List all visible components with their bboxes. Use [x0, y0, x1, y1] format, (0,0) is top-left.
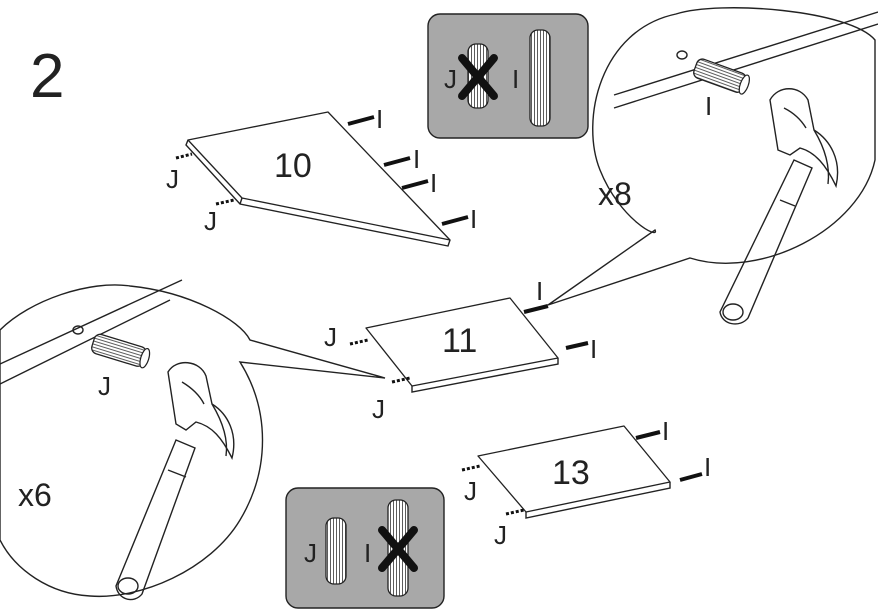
hammer-icon	[719, 88, 839, 325]
panel-11-label-j-1: J	[324, 322, 337, 352]
panel-10-label-i-4: I	[470, 204, 477, 234]
callout-right: I x8	[547, 7, 878, 325]
dowel-marker	[461, 430, 703, 516]
panel-13-label-j-1: J	[464, 476, 477, 506]
panel-13-label-i-1: I	[662, 416, 669, 446]
step-number: 2	[30, 42, 64, 111]
panel-10-label-i-1: I	[376, 104, 383, 134]
legend-bottom-label-i: I	[364, 538, 371, 568]
legend-bottom-label-j: J	[304, 538, 317, 568]
legend-top-label-j: J	[444, 64, 457, 94]
cross-mark-icon	[458, 54, 498, 100]
callout-left: J x6	[0, 279, 386, 601]
panel-10: 10 I I I I J J	[166, 104, 477, 247]
cross-mark-icon	[378, 526, 418, 572]
wooden-dowel-icon	[325, 517, 347, 585]
callout-left-dowel-label: J	[98, 371, 111, 401]
wooden-dowel-icon	[693, 58, 750, 95]
panel-11-label-j-2: J	[372, 394, 385, 424]
panel-11-label-i-1: I	[536, 276, 543, 306]
panel-10-number: 10	[274, 147, 312, 185]
panel-10-label-j-1: J	[166, 164, 179, 194]
legend-top-label-i: I	[512, 64, 519, 94]
panel-11-label-i-2: I	[590, 334, 597, 364]
wooden-dowel-icon	[529, 29, 551, 127]
callout-left-multiplier: x6	[18, 477, 52, 513]
panel-13-label-j-2: J	[494, 520, 507, 550]
legend-box-top: J I	[427, 13, 589, 139]
panel-11-number: 11	[442, 322, 477, 360]
hammer-icon	[115, 362, 235, 601]
panel-13: 13 I I J J	[461, 416, 711, 550]
dowel-marker	[175, 115, 469, 226]
panel-13-number: 13	[552, 454, 590, 492]
panel-10-label-i-3: I	[430, 168, 437, 198]
callout-right-multiplier: x8	[598, 176, 632, 212]
legend-box-bottom: J I	[285, 487, 445, 609]
panel-10-label-j-2: J	[204, 206, 217, 236]
callout-right-dowel-label: I	[705, 91, 712, 121]
panel-10-label-i-2: I	[413, 144, 420, 174]
panel-11: 11 I I J J	[324, 276, 597, 424]
wooden-dowel-icon	[91, 333, 151, 369]
dowel-marker	[349, 304, 589, 384]
panel-13-label-i-2: I	[704, 452, 711, 482]
